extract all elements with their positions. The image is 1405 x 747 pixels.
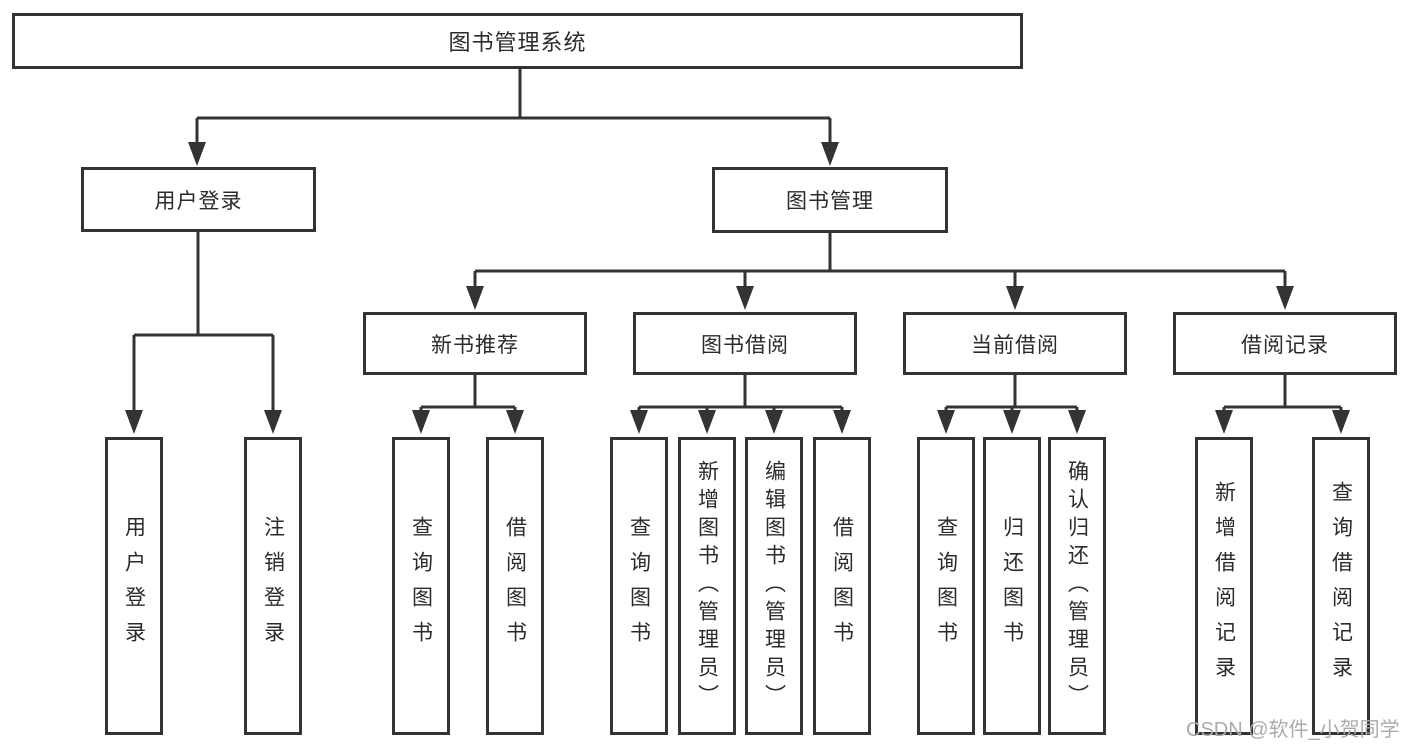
leaf-newbook-borrow-books: 借阅图书: [486, 437, 544, 735]
leaf-label: 查询借阅记录: [1329, 481, 1353, 691]
node-label: 图书管理: [786, 190, 874, 213]
node-user-login: 用户登录: [81, 167, 316, 232]
leaf-label: 归还图书: [1000, 516, 1024, 656]
node-current-borrowing: 当前借阅: [903, 312, 1127, 375]
leaf-label: 借阅图书: [830, 516, 854, 656]
leaf-label: 查询图书: [627, 516, 651, 656]
node-label: 当前借阅: [971, 333, 1059, 357]
leaf-label: 查询图书: [934, 516, 958, 656]
leaf-label: 注销登录: [261, 516, 285, 656]
leaf-newbook-query-books: 查询图书: [392, 437, 450, 735]
node-label: 借阅记录: [1241, 333, 1329, 357]
leaf-borrowing-borrow-books: 借阅图书: [813, 437, 871, 735]
leaf-logout: 注销登录: [244, 437, 302, 735]
leaf-borrowing-add-books-admin: 新增图书（管理员）: [678, 437, 736, 735]
node-book-borrowing: 图书借阅: [633, 312, 857, 375]
leaf-current-query-books: 查询图书: [917, 437, 975, 735]
leaf-label: 确认归还（管理员）: [1065, 460, 1089, 712]
csdn-watermark: CSDN @软件_小贺同学: [1186, 719, 1400, 741]
leaf-label: 编辑图书（管理员）: [762, 460, 786, 712]
node-root-system: 图书管理系统: [12, 13, 1023, 69]
leaf-label: 用户登录: [122, 516, 146, 656]
leaf-borrowing-query-books: 查询图书: [610, 437, 668, 735]
leaf-current-return-books: 归还图书: [983, 437, 1041, 735]
leaf-current-confirm-return-admin: 确认归还（管理员）: [1048, 437, 1106, 735]
node-borrow-records: 借阅记录: [1173, 312, 1397, 375]
leaf-records-query-record: 查询借阅记录: [1312, 437, 1370, 735]
node-label: 图书借阅: [701, 333, 789, 357]
node-book-management: 图书管理: [712, 167, 948, 233]
leaf-user-login: 用户登录: [105, 437, 163, 735]
node-label: 用户登录: [154, 189, 243, 213]
leaf-borrowing-edit-books-admin: 编辑图书（管理员）: [745, 437, 803, 735]
node-new-book-recommend: 新书推荐: [363, 312, 587, 375]
leaf-label: 新增借阅记录: [1212, 481, 1236, 691]
leaf-label: 新增图书（管理员）: [695, 460, 719, 712]
leaf-records-add-record: 新增借阅记录: [1195, 437, 1253, 735]
node-label: 新书推荐: [431, 333, 519, 357]
node-label: 图书管理系统: [448, 30, 587, 55]
leaf-label: 查询图书: [409, 516, 433, 656]
leaf-label: 借阅图书: [503, 516, 527, 656]
